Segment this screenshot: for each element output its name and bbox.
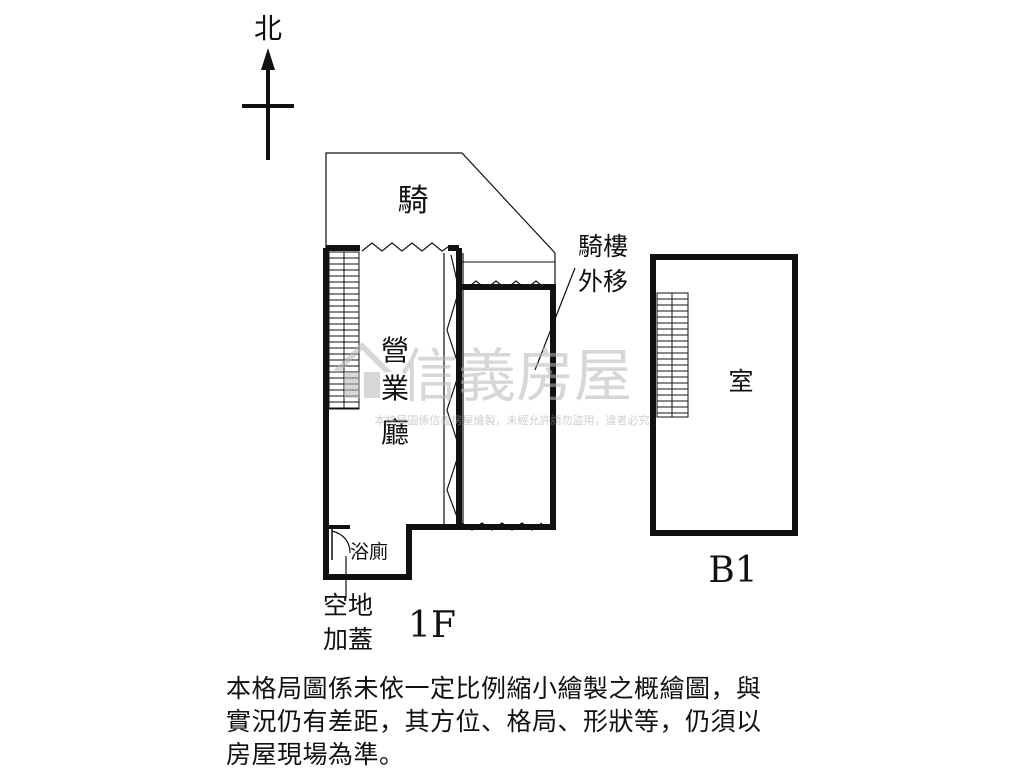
basement-room-label: 室 [728,367,753,396]
bathroom-door-icon [331,530,351,554]
north-arrow-icon [242,48,294,160]
first-floor-label: 1F [408,605,456,646]
window-marks [361,242,547,531]
open-space-label-1: 空地 [323,591,373,620]
disclaimer-line-1: 本格局圖係未依一定比例縮小繪製之概繪圖，與 [226,674,762,703]
basement-stairs [656,292,689,418]
bathroom-label: 浴廁 [350,540,388,563]
open-space-label-2: 加蓋 [323,625,373,654]
business-hall-label-2: 業 [381,372,409,405]
basement-room-walls [650,254,798,536]
arcade-shift-label-2: 外移 [578,267,628,296]
arcade-label: 騎 [398,183,429,219]
house-logo-icon [332,342,392,398]
business-hall-label-1: 營 [381,334,409,367]
first-floor-walls [323,245,556,580]
arcade-shift-label-1: 騎樓 [578,232,628,261]
compass-label: 北 [254,12,282,45]
business-hall-label-3: 廳 [381,416,409,449]
watermark-brand: 信義房屋 [400,342,632,410]
watermark-notice: 本格局圖係信義房屋繪製，未經允許請勿盜用，違者必究 [375,413,650,427]
disclaimer-line-3: 房屋現場為準。 [226,740,405,769]
disclaimer-line-2: 實況仍有差距，其方位、格局、形狀等，仍須以 [226,707,762,736]
arcade-outline [325,152,556,285]
watermark: 信義房屋 本格局圖係信義房屋繪製，未經允許請勿盜用，違者必究 [332,342,650,427]
disclaimer-note: 本格局圖係未依一定比例縮小繪製之概繪圖，與 實況仍有差距，其方位、格局、形狀等，… [226,672,806,771]
basement-floor-label: B1 [708,550,757,591]
